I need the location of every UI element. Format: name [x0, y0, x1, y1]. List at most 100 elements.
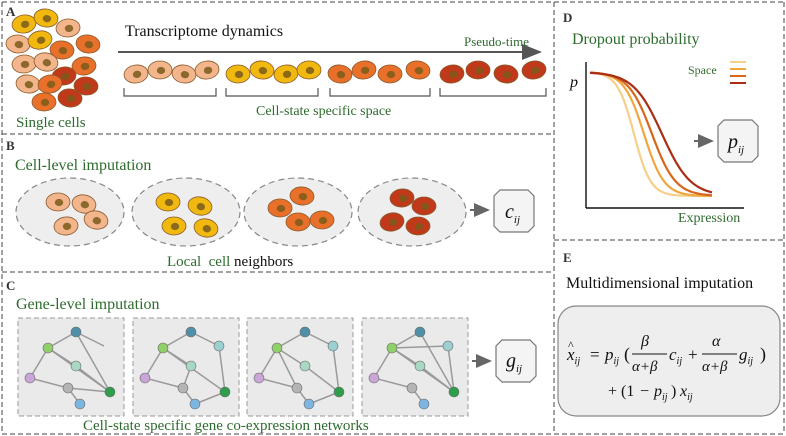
gene-node — [414, 360, 426, 372]
network-edge — [218, 345, 226, 393]
equation-box — [557, 305, 781, 417]
network-edge — [162, 331, 192, 349]
neighbor-cell — [187, 196, 213, 216]
svg-text:xij: xij — [679, 383, 693, 403]
open-paren: ( — [624, 344, 630, 365]
pseudo-time-cell — [171, 64, 197, 84]
lhs-x: x — [566, 345, 575, 364]
g-ij-box: gij — [495, 339, 537, 383]
panel-d: D Dropout probability Space p Expression… — [563, 10, 759, 226]
network-edge — [47, 331, 77, 349]
pseudo-time-cell — [493, 64, 519, 84]
pseudo-time-cell — [225, 64, 251, 84]
cluster-cell — [15, 74, 41, 94]
cluster-cell — [71, 56, 97, 76]
gene-node — [448, 386, 460, 398]
g-subscript: ij — [516, 363, 522, 375]
network-edge — [308, 391, 340, 405]
gene-node — [70, 360, 82, 372]
panel-b: B Cell-level imputation cij Local cell n… — [6, 138, 535, 270]
pseudo-time-cell — [377, 64, 403, 84]
neighborhood — [15, 177, 125, 247]
gene-node — [271, 342, 283, 354]
panel-c-label: C — [6, 278, 15, 293]
network-edge — [144, 377, 184, 389]
p-symbol: p — [726, 131, 738, 153]
local-neighbors-label: Local cell neighbors — [167, 254, 293, 270]
svg-text:cij: cij — [669, 345, 682, 367]
single-cells-cluster — [5, 8, 101, 112]
networks — [17, 317, 469, 417]
network-edge — [391, 331, 421, 349]
pseudo-time-cell — [249, 60, 275, 80]
neighbor-cell — [161, 216, 187, 236]
network-edge — [447, 345, 455, 393]
cluster-cell — [33, 8, 59, 28]
local-neighbors-black: neighbors — [230, 254, 293, 270]
gene-node — [291, 382, 303, 394]
coexpression-network — [132, 317, 240, 417]
gene-node — [157, 342, 169, 354]
lhs-sub: ij — [575, 356, 581, 367]
c-subscript: ij — [514, 214, 520, 226]
panel-e-label: E — [563, 250, 572, 265]
gene-node — [368, 372, 380, 384]
pseudo-time-cell — [327, 64, 353, 84]
pseudo-time-cells — [123, 60, 547, 84]
svg-text:cij: cij — [505, 201, 520, 226]
svg-text:pij: pij — [604, 345, 619, 367]
cluster-cell — [37, 74, 63, 94]
gene-node — [418, 398, 430, 410]
y-axis-label: p — [569, 74, 578, 91]
cluster-cell — [31, 92, 57, 112]
panel-e: E Multidimensional imputation ^ xij = pi… — [557, 250, 781, 417]
pseudo-time-cell — [123, 64, 149, 84]
cluster-cell — [55, 18, 81, 38]
neighbor-cell — [71, 194, 97, 214]
equals-sign: = — [590, 345, 600, 364]
pseudo-time-cell — [439, 64, 465, 84]
gene-node — [253, 372, 265, 384]
g-term: g — [739, 345, 748, 364]
network-edge — [304, 365, 340, 393]
c-ij-box: cij — [493, 189, 535, 233]
frac2-denominator: α+β — [702, 359, 728, 375]
cell-level-title: Cell-level imputation — [15, 157, 151, 174]
space-legend-label: Space — [688, 63, 717, 77]
network-edge — [391, 345, 449, 349]
neighborhood — [243, 177, 353, 247]
gene-node — [327, 340, 339, 352]
gene-node — [189, 398, 201, 410]
dropout-title: Dropout probability — [572, 31, 700, 48]
neighbor-cell — [389, 188, 415, 208]
coexpression-network — [246, 317, 354, 417]
frac1-denominator: α+β — [632, 359, 658, 375]
x2-term: x — [679, 383, 687, 400]
cluster-cell — [75, 34, 101, 54]
multidimensional-title: Multidimensional imputation — [566, 275, 753, 292]
neighborhood — [357, 177, 467, 247]
network-edge — [194, 391, 226, 405]
close-paren: ) — [760, 344, 766, 365]
gene-node — [299, 360, 311, 372]
gene-node — [74, 398, 86, 410]
coexpression-network — [17, 317, 125, 417]
pseudo-time-cell — [405, 60, 431, 80]
line2-start: + (1 — [608, 383, 634, 400]
gene-node — [185, 360, 197, 372]
neighbor-cell — [83, 210, 109, 230]
neighbor-cell — [45, 192, 71, 212]
cluster-cell — [11, 14, 37, 34]
p2-term: p — [653, 383, 662, 400]
pseudo-time-cell — [521, 60, 547, 80]
gene-node — [104, 386, 116, 398]
p2-term-sub: ij — [662, 392, 668, 403]
gene-node — [42, 342, 54, 354]
svg-text:gij: gij — [739, 345, 753, 367]
gene-node — [139, 372, 151, 384]
c-term-sub: ij — [677, 356, 683, 367]
svg-text:gij: gij — [506, 350, 522, 375]
panel-b-label: B — [6, 138, 15, 153]
gene-node — [219, 386, 231, 398]
gene-node — [333, 386, 345, 398]
